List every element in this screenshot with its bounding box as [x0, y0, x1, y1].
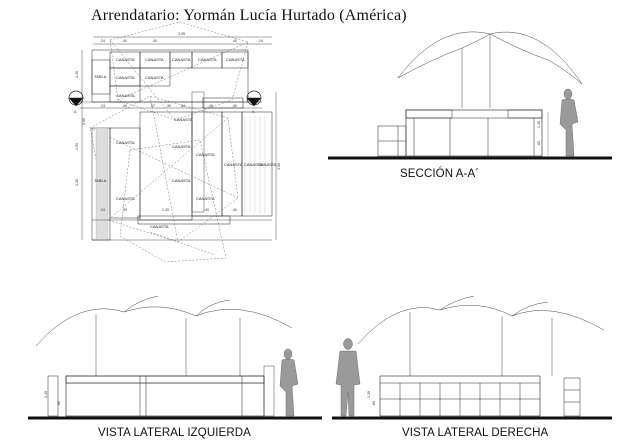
stall-label: CANASTA	[226, 57, 245, 62]
dimension-label: 1.20	[75, 179, 79, 186]
dimension-label: .24	[100, 39, 105, 43]
stall-label: CANASTA	[196, 152, 215, 157]
stall-label: CANASTA	[145, 75, 164, 80]
right-side-elevation	[332, 295, 612, 420]
dimension-label: .40	[122, 39, 127, 43]
dimension-label: .40	[204, 208, 209, 212]
elevation-dimensions: 1.20 .80 1.20 .80 1.20 .80	[44, 121, 541, 406]
dimension-label: .40	[232, 104, 237, 108]
dimension-label: .40	[122, 208, 127, 212]
dimension-label: .24	[258, 39, 263, 43]
section-a-a	[328, 31, 612, 160]
dimension-label: .80	[57, 401, 61, 406]
dimension-label: 1.50	[75, 143, 79, 150]
stall-label: CANASTA	[198, 57, 217, 62]
dimension-label: 1.20	[75, 71, 79, 78]
dimension-label: .54	[180, 104, 185, 108]
dimension-label: .80	[372, 401, 376, 406]
dimension-label: .40	[208, 104, 213, 108]
floor-plan	[68, 21, 277, 263]
stall-label: CANASTA	[172, 57, 191, 62]
dimension-label: 3.95	[178, 32, 185, 36]
dimension-label: .40	[232, 39, 237, 43]
dimension-label: .40	[152, 39, 157, 43]
stall-label: CANASTA	[174, 117, 193, 122]
stall-label: CANASTA	[244, 162, 263, 167]
section-mark: A	[252, 110, 255, 114]
stall-label: CANASTA	[116, 196, 135, 201]
dimension-label: .24	[100, 104, 105, 108]
stall-label: CANASTA	[145, 57, 164, 62]
dimension-label: 1.20	[537, 121, 541, 128]
dimension-label: .40	[232, 208, 237, 212]
stall-label: CANASTA	[258, 162, 277, 167]
dimension-label: 3.50	[277, 163, 281, 170]
section-marker-left	[68, 90, 84, 107]
plan-dimensions: 3.95 .24 .40 .40 .40 .24 .24 .40 .57 .30…	[74, 32, 281, 212]
section-mark: A	[74, 110, 77, 114]
stall-label: CANASTA	[116, 75, 135, 80]
stall-label: CANASTA	[196, 196, 215, 201]
section-marker-right	[246, 90, 262, 107]
stall-label: CANASTA	[172, 144, 191, 149]
table-label: TABLA	[94, 178, 107, 183]
woman-figure-section	[559, 88, 579, 157]
dimension-label: 1.20	[162, 208, 169, 212]
woman-figure-left	[279, 348, 299, 417]
man-figure-right	[335, 338, 361, 417]
dimension-label: 1.20	[367, 391, 371, 398]
stall-label: CANASTA	[116, 57, 135, 62]
stall-label: CANASTA	[116, 140, 135, 145]
right-elevation-caption: VISTA LATERAL DERECHA	[402, 427, 549, 439]
dimension-label: .57	[150, 104, 155, 108]
table-label: TABLA	[94, 74, 107, 79]
dimension-label: .40	[122, 104, 127, 108]
dimension-label: .30	[166, 104, 171, 108]
stall-label: CANASTA	[224, 162, 243, 167]
stall-label: CANASTA	[172, 178, 191, 183]
left-elevation-caption: VISTA LATERAL IZQUIERDA	[98, 427, 251, 439]
left-side-elevation	[28, 295, 322, 420]
stall-label: CANASTA	[116, 93, 135, 98]
dimension-label: .24	[100, 208, 105, 212]
stall-label: CANASTA	[150, 224, 169, 229]
section-caption: SECCIÓN A-A´	[400, 168, 480, 180]
dimension-label: .80	[537, 141, 541, 146]
plan-labels: CANASTA CANASTA CANASTA CANASTA CANASTA …	[94, 57, 277, 229]
dimension-label: 1.20	[44, 391, 48, 398]
dimension-label: 3.95	[82, 118, 86, 125]
page-title: Arrendatario: Yormán Lucía Hurtado (Amér…	[91, 7, 407, 24]
